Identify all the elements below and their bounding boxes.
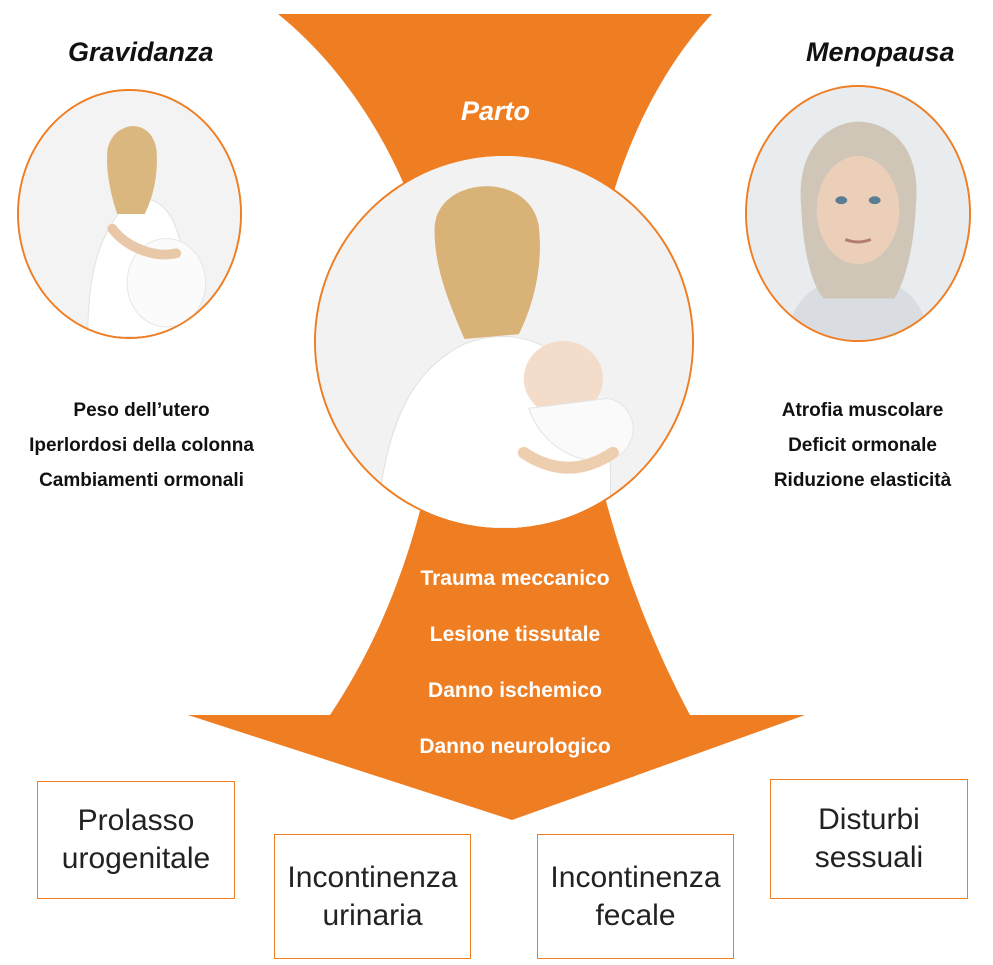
outcome-box-fecal-incontinence: Incontinenza fecale xyxy=(537,834,734,959)
pregnancy-factors: Peso dell’utero Iperlordosi della colonn… xyxy=(0,393,283,498)
childbirth-mechanism: Lesione tissutale xyxy=(330,607,700,663)
childbirth-mechanism: Trauma meccanico xyxy=(330,551,700,607)
pregnancy-factor: Iperlordosi della colonna xyxy=(0,428,283,463)
outcome-label-line2: fecale xyxy=(538,897,733,935)
outcome-label-line1: Prolasso xyxy=(38,802,234,840)
outcome-label-line2: sessuali xyxy=(771,839,967,877)
pregnancy-factor: Cambiamenti ormonali xyxy=(0,463,283,498)
childbirth-mechanism: Danno ischemico xyxy=(330,663,700,719)
menopause-factor: Atrofia muscolare xyxy=(755,393,970,428)
mature-woman-illustration xyxy=(747,87,969,340)
childbirth-title: Parto xyxy=(461,96,530,127)
menopause-title: Menopausa xyxy=(806,37,955,68)
menopause-factor: Deficit ormonale xyxy=(755,428,970,463)
outcome-label-line2: urogenitale xyxy=(38,840,234,878)
outcome-label-line1: Incontinenza xyxy=(275,859,470,897)
menopause-factor: Riduzione elasticità xyxy=(755,463,970,498)
mother-baby-illustration xyxy=(316,156,692,528)
pregnancy-title: Gravidanza xyxy=(68,37,214,68)
outcome-label-line1: Disturbi xyxy=(771,801,967,839)
outcome-box-urinary-incontinence: Incontinenza urinaria xyxy=(274,834,471,959)
mother-with-baby-photo xyxy=(314,154,694,530)
pregnant-woman-illustration xyxy=(19,91,240,337)
pregnancy-factor: Peso dell’utero xyxy=(0,393,283,428)
menopause-woman-photo xyxy=(745,85,971,342)
outcome-box-sexual-disorders: Disturbi sessuali xyxy=(770,779,968,899)
outcome-label-line1: Incontinenza xyxy=(538,859,733,897)
childbirth-mechanisms: Trauma meccanico Lesione tissutale Danno… xyxy=(330,551,700,775)
outcome-box-prolapse: Prolasso urogenitale xyxy=(37,781,235,899)
menopause-factors: Atrofia muscolare Deficit ormonale Riduz… xyxy=(755,393,970,498)
childbirth-mechanism: Danno neurologico xyxy=(330,719,700,775)
outcome-label-line2: urinaria xyxy=(275,897,470,935)
pregnant-woman-photo xyxy=(17,89,242,339)
